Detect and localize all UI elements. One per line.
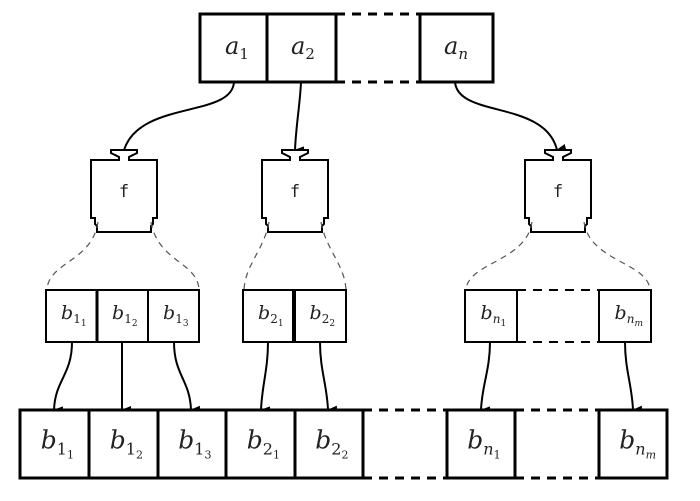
- fan-line: [150, 221, 200, 291]
- arrow-bnm-down: [624, 341, 643, 414]
- mid-label-b21: b21: [258, 302, 284, 329]
- function-box-1: [90, 149, 158, 233]
- function-label: f: [119, 182, 129, 202]
- arrow-bn1-down: [480, 341, 491, 415]
- mid-cell-b11: [45, 289, 98, 343]
- label-a2: a2: [291, 32, 315, 63]
- arrow-b22-down: [319, 341, 338, 414]
- mid-cell-b13: [147, 289, 200, 343]
- mid-label-b11: b11: [61, 302, 87, 329]
- out-label-b11: b11: [41, 425, 74, 461]
- arrow-b21-down: [260, 341, 271, 415]
- arrow-a2-to-f2: [294, 81, 305, 155]
- mid-label-b13: b13: [163, 302, 189, 329]
- mid-label-bnm: bnm: [615, 302, 643, 329]
- mid-label-b22: b22: [310, 302, 336, 329]
- intermediate-group-n: [464, 289, 652, 343]
- fan-line: [320, 221, 347, 291]
- label-a1: a1: [225, 32, 249, 63]
- output-array: [18, 408, 669, 480]
- label-an: an: [444, 32, 468, 63]
- arrow-a1-to-f1: [123, 81, 235, 157]
- out-cell-b11: [18, 408, 91, 480]
- function-label: f: [290, 182, 300, 202]
- out-cell-bn1: [445, 408, 517, 480]
- intermediate-group-1: [45, 289, 200, 343]
- function-box-2: [261, 149, 329, 233]
- out-label-b22: b22: [315, 425, 348, 461]
- function-label: f: [553, 182, 563, 202]
- input-cell-a2: [265, 12, 338, 84]
- out-cell-bnm: [597, 408, 669, 480]
- out-label-b13: b13: [178, 425, 211, 461]
- arrow-b11-down: [53, 341, 73, 415]
- arrow-b13-down: [173, 341, 201, 414]
- mid-cell-b22: [293, 289, 347, 343]
- mid-label-bn1: bn1: [481, 302, 507, 329]
- out-label-bnm: bnm: [619, 425, 656, 461]
- fan-line: [243, 221, 270, 291]
- out-label-bn1: bn1: [467, 425, 500, 461]
- out-label-b21: b21: [247, 425, 280, 461]
- input-cell-an: [418, 12, 495, 84]
- arrow-an-to-f3: [454, 81, 567, 152]
- mid-cell-bnm: [598, 289, 652, 343]
- fan-line: [46, 221, 99, 291]
- input-array: a1 a2 an: [198, 12, 495, 84]
- out-label-b12: b12: [110, 425, 143, 461]
- mid-label-b12: b12: [112, 302, 138, 329]
- fan-line: [583, 221, 651, 291]
- function-box-3: [524, 149, 592, 233]
- fan-line: [465, 221, 533, 291]
- mid-cell-bn1: [464, 289, 518, 343]
